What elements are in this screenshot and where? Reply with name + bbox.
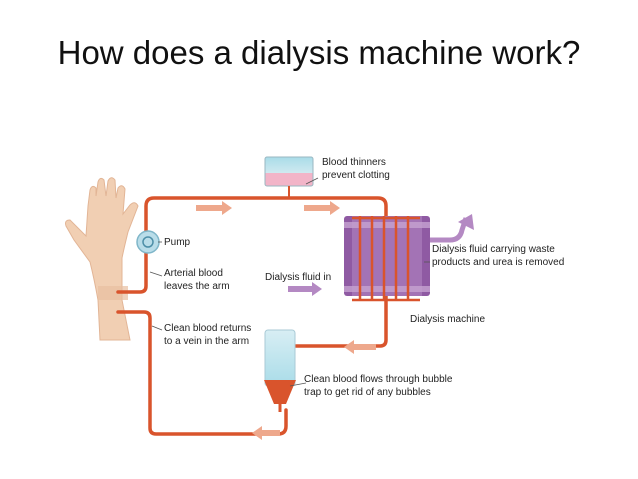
- label-blood-thinners: Blood thinners prevent clotting: [322, 157, 390, 181]
- label-clean-blood-returns: Clean blood returns to a vein in the arm: [164, 323, 254, 347]
- label-bubble-trap: Clean blood flows through bubble trap to…: [304, 374, 455, 398]
- label-waste-removed: Dialysis fluid carrying waste products a…: [432, 244, 564, 268]
- blood-tubing: [116, 196, 388, 436]
- pump-icon: [136, 230, 160, 254]
- syringe-icon: [264, 156, 314, 198]
- flow-arrows: [196, 201, 376, 440]
- label-dialysis-machine: Dialysis machine: [410, 314, 485, 325]
- label-arterial-blood: Arterial blood leaves the arm: [164, 268, 230, 292]
- leader-lines: [149, 177, 430, 387]
- label-pump: Pump: [164, 237, 191, 248]
- bubble-trap-icon: [264, 329, 296, 412]
- slide-title: How does a dialysis machine work?: [57, 34, 581, 71]
- dialyser-icon: [344, 214, 474, 302]
- label-dialysis-fluid-in: Dialysis fluid in: [265, 272, 331, 283]
- hand-icon: [65, 177, 139, 341]
